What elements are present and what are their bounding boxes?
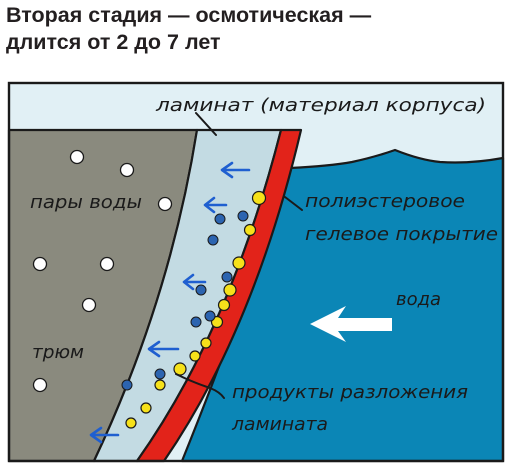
label-water: вода bbox=[396, 290, 441, 310]
diagram-title: Вторая стадия — осмотическая — длится от… bbox=[6, 2, 504, 56]
label-gelcoat-line2: гелевое покрытие bbox=[305, 225, 498, 245]
diffusion-arrow bbox=[89, 426, 120, 444]
product-dot-yellow bbox=[223, 283, 237, 297]
label-gelcoat-line1: полиэстеровое bbox=[305, 192, 465, 212]
leader-gelcoat bbox=[284, 196, 303, 211]
product-dot-yellow bbox=[232, 256, 246, 270]
product-dot-yellow bbox=[243, 223, 257, 237]
product-dot-blue bbox=[237, 210, 249, 222]
leader-products bbox=[175, 373, 225, 399]
diffusion-arrow bbox=[182, 273, 207, 291]
product-dot-yellow bbox=[217, 298, 231, 312]
title-line-1: Вторая стадия — осмотическая — bbox=[6, 3, 372, 27]
vapor-bubble bbox=[157, 196, 173, 212]
label-hold: трюм bbox=[32, 343, 84, 363]
product-dot-yellow bbox=[200, 337, 212, 349]
diffusion-arrow bbox=[203, 196, 228, 214]
product-dot-blue bbox=[221, 271, 233, 283]
label-products-line2: ламината bbox=[231, 415, 328, 435]
product-dot-yellow bbox=[189, 350, 201, 362]
leader-laminate bbox=[195, 112, 217, 136]
product-dot-blue bbox=[190, 316, 202, 328]
product-dot-blue bbox=[121, 379, 133, 391]
diffusion-arrows bbox=[89, 161, 251, 444]
product-dot-blue bbox=[214, 213, 226, 225]
product-dot-yellow bbox=[251, 190, 267, 206]
label-laminate: ламинат (материал корпуса) bbox=[155, 96, 486, 116]
product-dot-blue bbox=[207, 234, 219, 246]
vapor-bubble bbox=[69, 149, 85, 165]
leader-lines bbox=[175, 112, 303, 399]
product-dot-yellow bbox=[140, 402, 152, 414]
title-line-2: длится от 2 до 7 лет bbox=[6, 30, 221, 54]
diffusion-arrow bbox=[220, 161, 251, 179]
product-dot-blue bbox=[154, 368, 166, 380]
water-inflow-arrow bbox=[310, 306, 392, 342]
vapor-bubble bbox=[99, 256, 115, 272]
product-dot-yellow bbox=[154, 379, 166, 391]
diagram-frame bbox=[7, 81, 505, 463]
product-dot-blue bbox=[195, 284, 207, 296]
blue-product-dots bbox=[121, 210, 249, 391]
label-water-vapor: пары воды bbox=[30, 193, 142, 213]
vapor-bubble bbox=[32, 256, 48, 272]
vapor-bubble bbox=[32, 377, 48, 393]
label-products-line1: продукты разложения bbox=[232, 383, 468, 403]
product-dot-yellow bbox=[125, 417, 137, 429]
yellow-product-dots bbox=[125, 190, 267, 429]
diffusion-arrow bbox=[147, 340, 180, 358]
vapor-bubbles bbox=[32, 149, 173, 393]
product-dot-blue bbox=[204, 310, 216, 322]
vapor-bubble bbox=[81, 297, 97, 313]
vapor-bubble bbox=[119, 162, 135, 178]
